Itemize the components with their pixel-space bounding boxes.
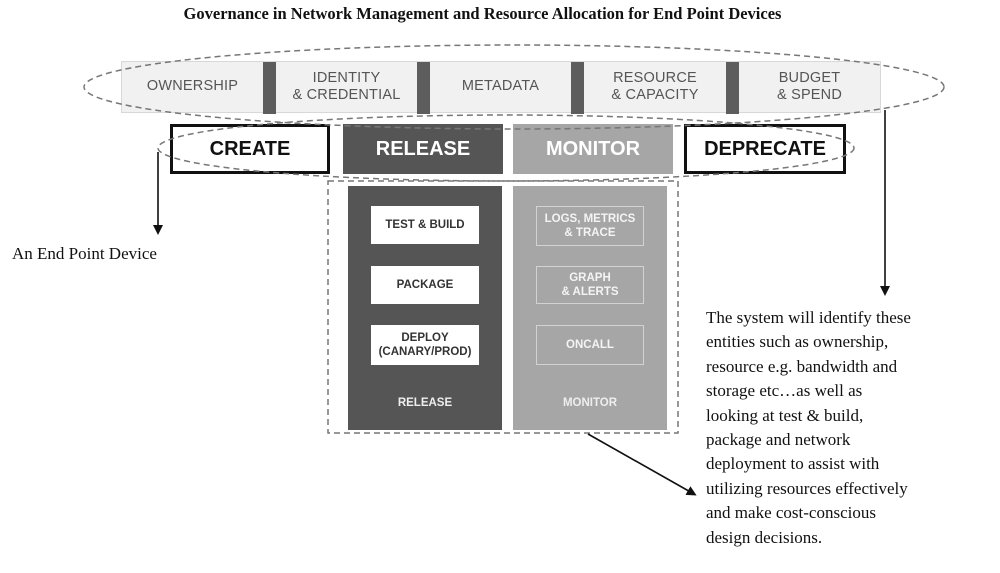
release-step-test-build: TEST & BUILD: [371, 206, 479, 244]
description-line: package and network: [706, 430, 851, 450]
diagram-title: Governance in Network Management and Res…: [183, 4, 782, 23]
endpoint-label: An End Point Device: [12, 244, 157, 263]
lifecycle-deprecate: DEPRECATE: [684, 124, 846, 174]
description-line: and make cost-conscious: [706, 503, 876, 523]
columns-dashed-box: [327, 180, 679, 434]
release-step-package: PACKAGE: [371, 266, 479, 304]
description-line: utilizing resources effectively: [706, 478, 908, 498]
description-line: design decisions.: [706, 527, 823, 547]
description-line: looking at test & build,: [706, 405, 864, 425]
release-step-label: TEST & BUILD: [385, 218, 465, 231]
monitor-step-label: GRAPH: [569, 271, 611, 284]
lifecycle-dashed-ellipse: [157, 114, 855, 182]
monitor-column-label: MONITOR: [562, 397, 618, 409]
lifecycle-monitor: MONITOR: [513, 124, 673, 174]
governance-budget-line1: BUDGET: [778, 69, 841, 86]
release-column: TEST & BUILD PACKAGE DEPLOY (CANARY/PROD…: [348, 186, 502, 430]
governance-resource-line2: & CAPACITY: [611, 87, 699, 103]
governance-identity: IDENTITY & CREDENTIAL: [276, 62, 417, 112]
monitor-step-sublabel: & ALERTS: [561, 286, 619, 298]
governance-band: OWNERSHIP IDENTITY & CREDENTIAL METADATA…: [121, 61, 881, 114]
description-line: resource e.g. bandwidth and: [706, 356, 898, 376]
governance-identity-line2: & CREDENTIAL: [292, 87, 401, 103]
description-line: The system will identify these: [706, 308, 911, 327]
governance-identity-line1: IDENTITY: [312, 69, 381, 86]
governance-separator: [417, 62, 430, 114]
monitor-step-label: LOGS, METRICS: [544, 212, 636, 225]
lifecycle-create: CREATE: [170, 124, 330, 174]
governance-resource: RESOURCE & CAPACITY: [584, 62, 726, 112]
description-line: storage etc…as well as: [706, 381, 863, 401]
governance-metadata: METADATA: [430, 62, 571, 112]
description-line: deployment to assist with: [706, 454, 880, 474]
monitor-step-sublabel: & TRACE: [564, 227, 616, 239]
release-step-label: DEPLOY: [401, 331, 449, 344]
monitor-step-graph: GRAPH & ALERTS: [536, 266, 644, 304]
governance-separator: [726, 62, 739, 114]
governance-budget: BUDGET & SPEND: [739, 62, 880, 112]
governance-ownership: OWNERSHIP: [122, 62, 263, 112]
governance-metadata-label: METADATA: [461, 78, 540, 95]
release-step-sublabel: (CANARY/PROD): [378, 346, 472, 358]
monitor-column: LOGS, METRICS & TRACE GRAPH & ALERTS ONC…: [513, 186, 667, 430]
governance-ownership-label: OWNERSHIP: [146, 78, 239, 95]
columns-arrow: [587, 433, 697, 496]
release-step-deploy: DEPLOY (CANARY/PROD): [371, 325, 479, 365]
monitor-step-oncall: ONCALL: [536, 325, 644, 365]
governance-dashed-ellipse: [83, 44, 945, 130]
release-step-label: PACKAGE: [396, 278, 454, 291]
governance-budget-line2: & SPEND: [776, 87, 843, 103]
lifecycle-release: RELEASE: [343, 124, 503, 174]
description-line: entities such as ownership,: [706, 332, 889, 352]
monitor-step-label: ONCALL: [566, 338, 614, 351]
release-column-label: RELEASE: [397, 397, 453, 409]
monitor-step-logs: LOGS, METRICS & TRACE: [536, 206, 644, 246]
description-text: The system will identify these entities …: [706, 306, 986, 550]
governance-separator: [263, 62, 276, 114]
governance-separator: [571, 62, 584, 114]
governance-resource-line1: RESOURCE: [613, 69, 697, 86]
